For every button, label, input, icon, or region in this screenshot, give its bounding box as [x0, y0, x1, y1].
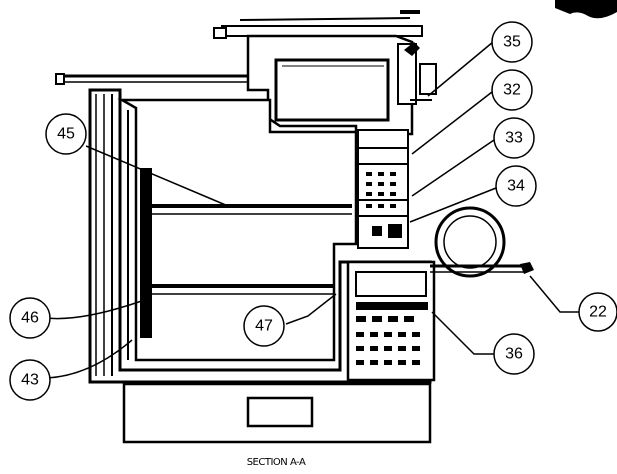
top-rail-knob — [213, 27, 227, 39]
callout-32: 32 — [491, 69, 533, 111]
leader-22 — [529, 275, 586, 313]
svg-text:34: 34 — [507, 178, 525, 195]
chamber — [117, 98, 358, 362]
top-rail — [221, 25, 423, 37]
leader-33 — [411, 139, 495, 197]
section-caption: SECTION A-A — [247, 457, 306, 468]
svg-text:36: 36 — [505, 346, 523, 363]
cable-spool — [434, 206, 506, 278]
callout-46: 46 — [9, 297, 51, 339]
callout-47: 47 — [243, 305, 285, 347]
leader-45 — [85, 145, 229, 207]
base-handle — [246, 396, 314, 428]
main-frame — [88, 88, 432, 384]
svg-text:47: 47 — [255, 318, 273, 335]
svg-text:22: 22 — [589, 304, 607, 321]
callout-35: 35 — [491, 21, 533, 63]
leader-35 — [427, 41, 494, 97]
svg-text:45: 45 — [57, 126, 75, 143]
leader-46 — [45, 297, 151, 320]
svg-text:46: 46 — [21, 310, 39, 327]
callout-33: 33 — [493, 117, 535, 159]
svg-text:33: 33 — [505, 130, 523, 147]
electronics-column — [357, 129, 409, 249]
svg-text:32: 32 — [503, 82, 521, 99]
svg-text:43: 43 — [21, 372, 39, 389]
leader-43 — [45, 339, 133, 379]
left-panel — [140, 168, 152, 338]
svg-text:35: 35 — [503, 34, 521, 51]
head-window — [274, 58, 390, 122]
callout-36: 36 — [493, 333, 535, 375]
leader-36 — [431, 311, 494, 355]
callout-45: 45 — [45, 113, 87, 155]
callout-22: 22 — [578, 292, 617, 332]
leader-34 — [409, 187, 497, 223]
leader-47 — [285, 293, 337, 325]
callout-34: 34 — [495, 165, 537, 207]
partial-part-top-right — [555, 0, 617, 19]
callout-43: 43 — [9, 359, 51, 401]
leader-32 — [411, 91, 493, 155]
